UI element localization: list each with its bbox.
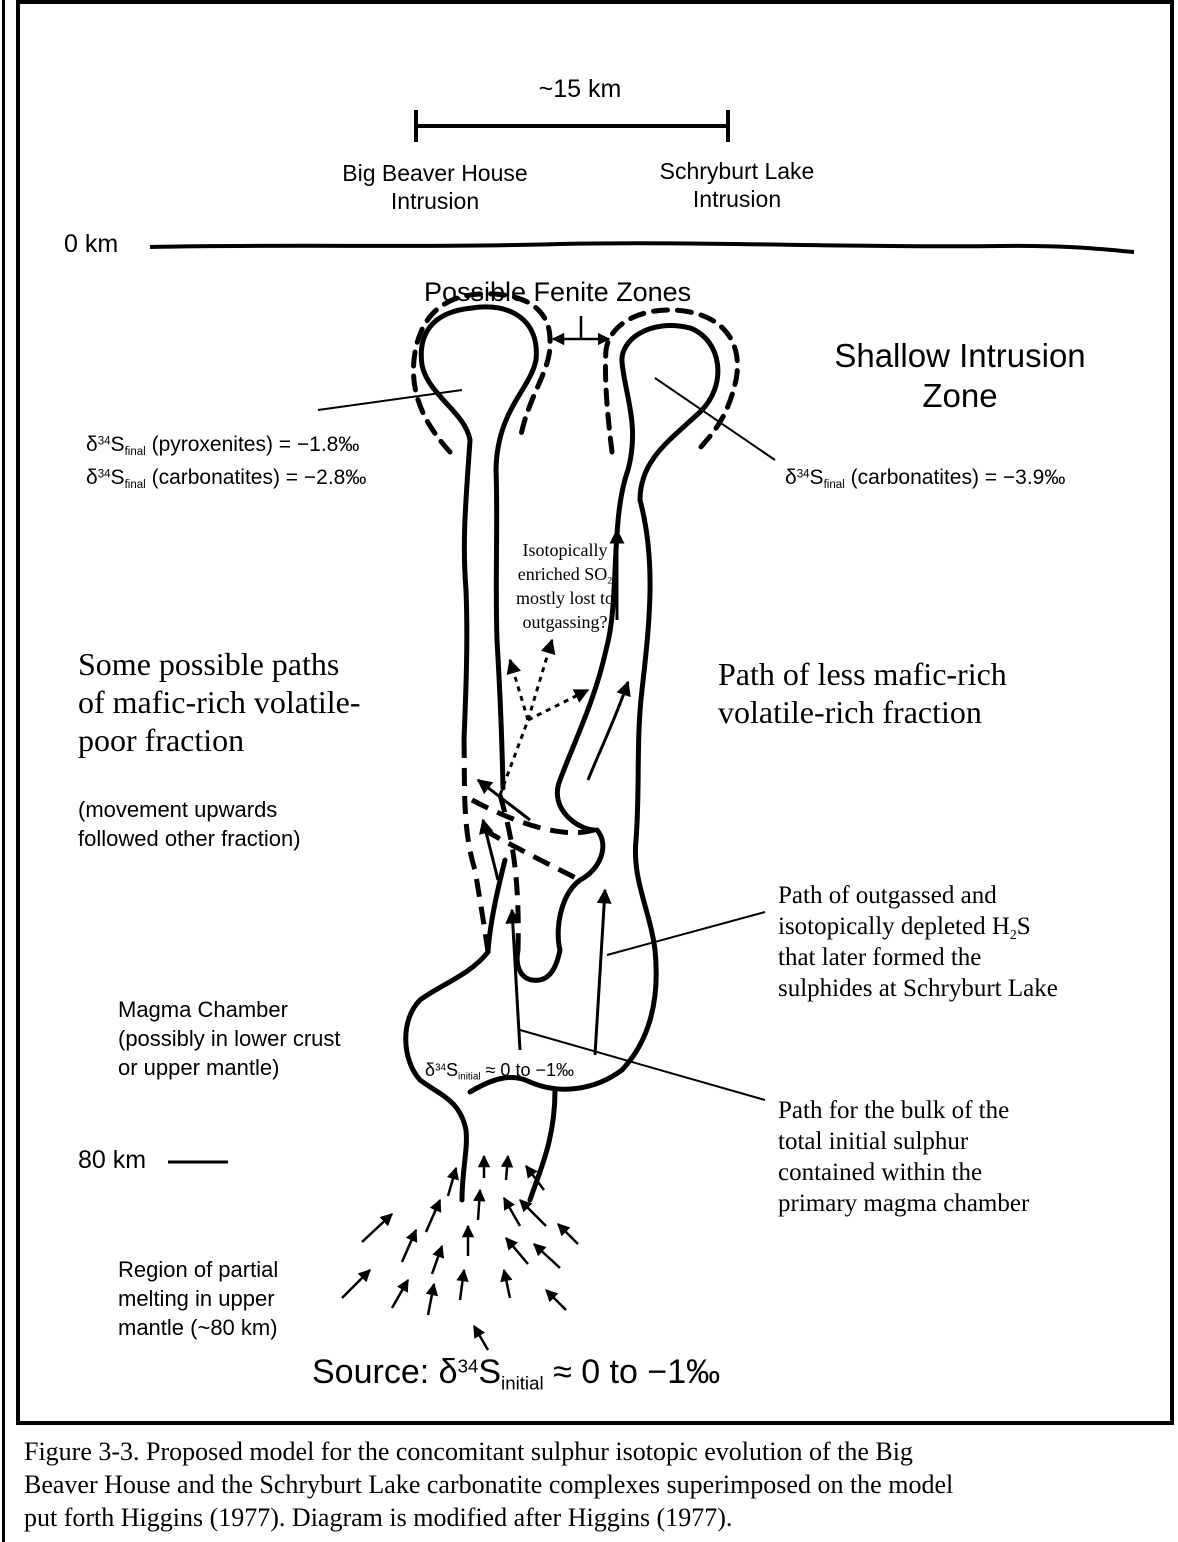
- fenite-zones-label: Possible Fenite Zones: [424, 276, 691, 308]
- partial-melting-arrows: [342, 1156, 578, 1350]
- chamber-isotope-label: δ34Sinitial ≈ 0 to −1‰: [425, 1060, 574, 1082]
- source-isotope-label: Source: δ34Sinitial ≈ 0 to −1‰: [312, 1352, 720, 1393]
- pyroxenites-isotope-label: δ34Sfinal (pyroxenites) = −1.8‰: [86, 432, 359, 457]
- depth-surface-label: 0 km: [64, 229, 118, 259]
- movement-note: (movement upwards followed other fractio…: [78, 795, 301, 853]
- scale-bar: [416, 110, 728, 142]
- schryburt-lake-label: Schryburt Lake Intrusion: [617, 158, 857, 213]
- so2-outgassing-note: Isotopically enriched SO2 mostly lost to…: [490, 538, 640, 634]
- h2s-path-label: Path of outgassed and isotopically deple…: [778, 880, 1058, 1004]
- shallow-intrusion-zone-label: Shallow Intrusion Zone: [800, 336, 1120, 415]
- carbonatites-left-isotope-label: δ34Sfinal (carbonatites) = −2.8‰: [86, 465, 366, 490]
- depth-80km-label: 80 km: [78, 1145, 146, 1175]
- fenite-zones: [413, 294, 737, 452]
- figure-caption: Figure 3-3. Proposed model for the conco…: [24, 1435, 1174, 1534]
- mafic-poor-fraction-label: Some possible paths of mafic-rich volati…: [78, 645, 361, 759]
- big-beaver-house-label: Big Beaver House Intrusion: [305, 160, 565, 215]
- partial-melting-label: Region of partial melting in upper mantl…: [118, 1255, 278, 1342]
- ground-surface-line: [150, 243, 1134, 252]
- carbonatites-right-isotope-label: δ34Sfinal (carbonatites) = −3.9‰: [785, 465, 1065, 490]
- leader-lines: [318, 378, 775, 1100]
- scale-bar-label: ~15 km: [520, 74, 640, 104]
- mafic-poor-paths: [464, 740, 594, 952]
- so2-outgassing-arrows: [500, 640, 588, 795]
- magma-chamber-label: Magma Chamber (possibly in lower crust o…: [118, 995, 341, 1082]
- mafic-rich-fraction-label: Path of less mafic-rich volatile-rich fr…: [718, 655, 1007, 731]
- bulk-path-label: Path for the bulk of the total initial s…: [778, 1095, 1029, 1219]
